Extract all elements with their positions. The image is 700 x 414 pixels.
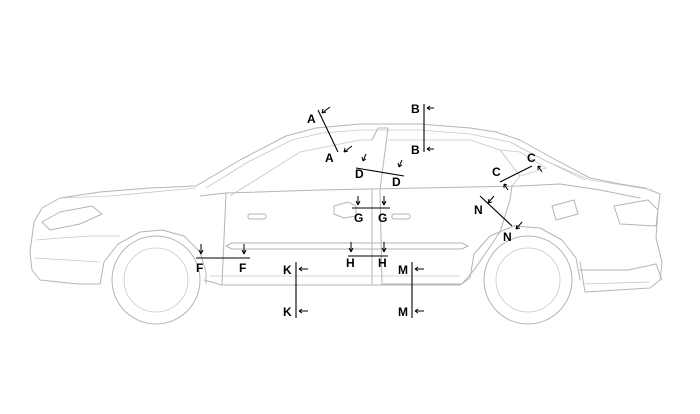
label-h-right: H bbox=[378, 256, 387, 270]
label-b-bottom: B bbox=[411, 143, 420, 157]
arrow-k-top bbox=[298, 266, 308, 272]
label-d-left: D bbox=[355, 167, 364, 181]
label-f-right: F bbox=[239, 261, 246, 275]
arrow-k-bottom bbox=[298, 308, 308, 314]
section-line-c bbox=[499, 165, 533, 183]
label-g-left: G bbox=[354, 211, 363, 225]
arrow-d-left bbox=[361, 153, 367, 162]
arrow-h-right bbox=[381, 242, 387, 253]
arrow-a-bottom bbox=[343, 145, 353, 153]
car-body-outline bbox=[29, 123, 663, 325]
label-c-top: C bbox=[527, 151, 536, 165]
label-n-bottom: N bbox=[503, 230, 512, 244]
arrow-f-right bbox=[241, 244, 247, 255]
section-labels: A A B B C C D D F F G G H H K K M M N N bbox=[196, 102, 536, 319]
arrow-f-left bbox=[198, 244, 204, 255]
arrow-c-top bbox=[537, 165, 543, 173]
label-h-left: H bbox=[346, 256, 355, 270]
label-a-top: A bbox=[307, 112, 316, 126]
arrow-c-bottom bbox=[503, 183, 509, 191]
arrow-m-top bbox=[414, 266, 424, 272]
label-a-bottom: A bbox=[325, 151, 334, 165]
arrow-n-top bbox=[487, 195, 495, 204]
arrow-n-bottom bbox=[515, 221, 523, 230]
label-d-right: D bbox=[392, 175, 401, 189]
label-f-left: F bbox=[196, 261, 203, 275]
arrow-h-left bbox=[348, 242, 354, 253]
arrow-b-top bbox=[426, 105, 434, 111]
label-m-bottom: M bbox=[398, 305, 408, 319]
label-c-bottom: C bbox=[492, 165, 501, 179]
arrow-g-right bbox=[381, 196, 387, 206]
view-arrows bbox=[198, 105, 543, 314]
label-k-top: K bbox=[283, 263, 292, 277]
label-g-right: G bbox=[378, 211, 387, 225]
label-b-top: B bbox=[411, 102, 420, 116]
label-m-top: M bbox=[398, 263, 408, 277]
section-cut-lines bbox=[196, 104, 533, 318]
section-line-a bbox=[317, 109, 339, 153]
section-line-d bbox=[355, 167, 405, 177]
section-line-n bbox=[479, 195, 513, 227]
arrow-a-top bbox=[321, 106, 331, 114]
arrow-b-bottom bbox=[426, 146, 434, 152]
label-k-bottom: K bbox=[283, 305, 292, 319]
arrow-d-right bbox=[397, 159, 403, 168]
arrow-m-bottom bbox=[414, 308, 424, 314]
label-n-top: N bbox=[474, 203, 483, 217]
arrow-g-left bbox=[355, 196, 361, 206]
